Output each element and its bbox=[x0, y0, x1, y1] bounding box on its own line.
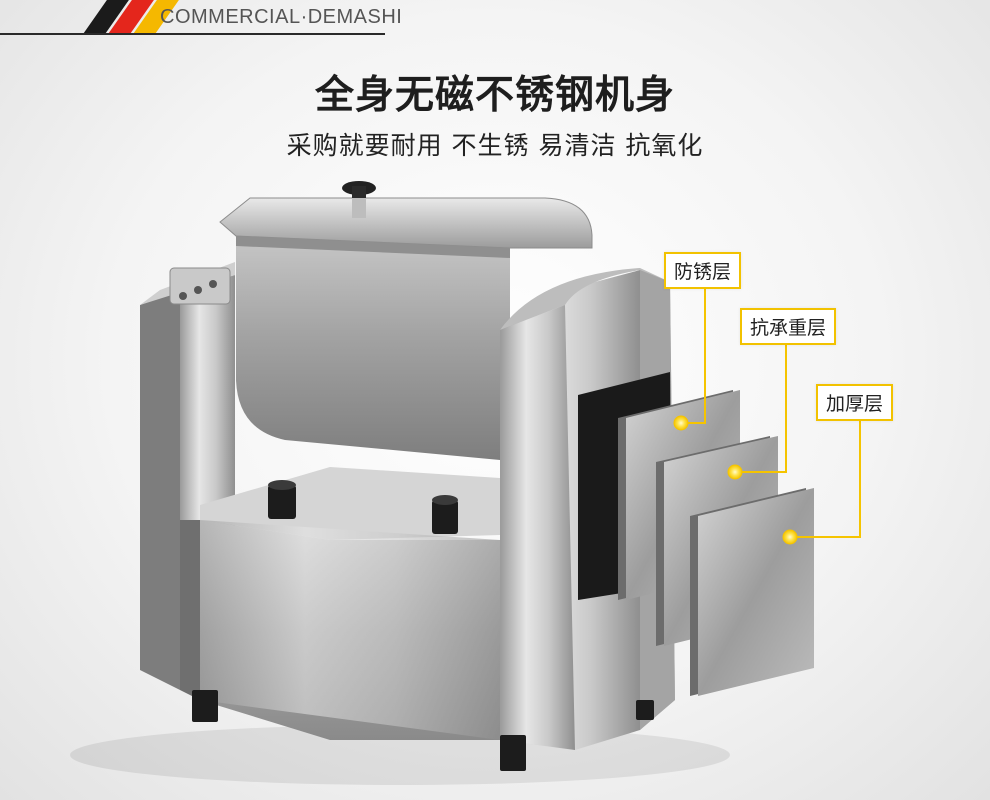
brand-text: COMMERCIAL·DEMASHI bbox=[160, 6, 403, 28]
page-title: 全身无磁不锈钢机身 bbox=[314, 73, 675, 118]
layer-plate-3 bbox=[690, 488, 814, 696]
header-underline bbox=[0, 33, 385, 35]
page-subtitle: 采购就要耐用 不生锈 易清洁 抗氧化 bbox=[286, 131, 704, 160]
callout-load-bearing-layer: 抗承重层 bbox=[740, 308, 837, 345]
callout-thickened-layer: 加厚层 bbox=[816, 384, 894, 421]
callout-anti-rust-layer: 防锈层 bbox=[664, 252, 742, 289]
top-banner: COMMERCIAL·DEMASHI bbox=[0, 0, 990, 35]
